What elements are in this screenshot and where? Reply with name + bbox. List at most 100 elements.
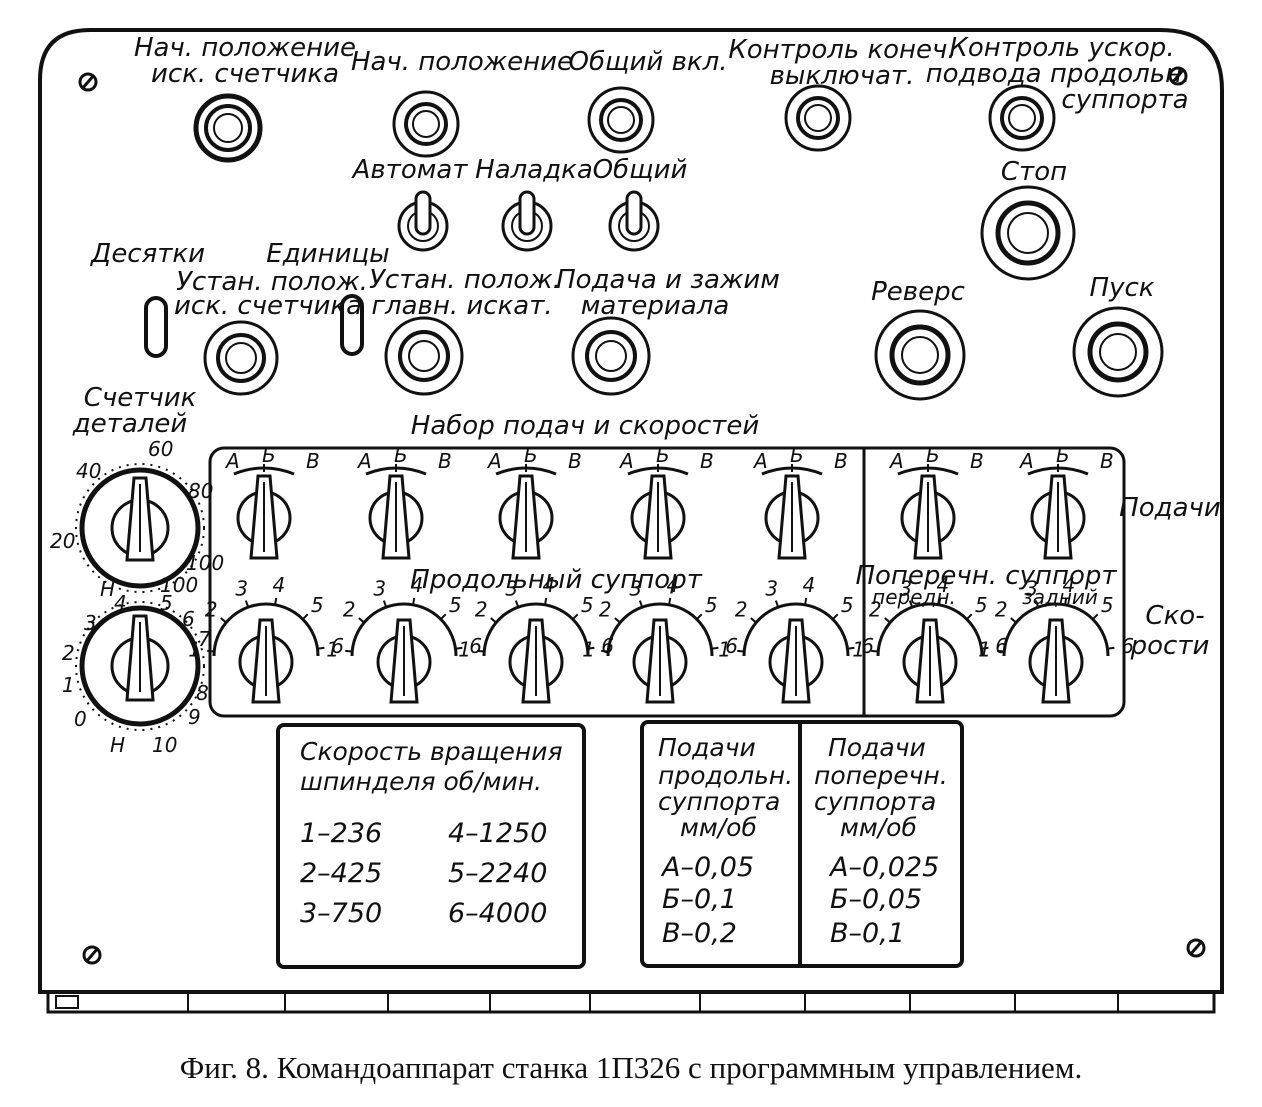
units-scale-4: 4: [114, 591, 127, 615]
speed-position-label: 4: [543, 573, 556, 597]
table-speed-row: 1–236: [300, 818, 382, 849]
label-set-pos-counter: Устан. полож.: [176, 267, 368, 297]
counter-dial-units[interactable]: [75, 601, 205, 731]
speed-position-label: 3: [765, 576, 778, 600]
counter-dial-tens[interactable]: [75, 463, 205, 593]
label-limit-switch-control-2: выключат.: [770, 61, 915, 91]
speed-position-label: 6: [1121, 634, 1134, 658]
button-start[interactable]: [1072, 306, 1164, 398]
feed-position-label: А: [1018, 449, 1034, 473]
table-cross-row: А–0,025: [828, 852, 939, 883]
table-long-row: Б–0,1: [662, 884, 737, 915]
label-parts-counter-2: деталей: [72, 409, 188, 439]
label-start-pos: Нач. положение: [351, 47, 573, 77]
speed-position-label: 1: [852, 638, 865, 662]
units-scale-5: 5: [160, 591, 173, 615]
table-speed-row: 5–2240: [448, 858, 547, 889]
speed-position-label: 1: [188, 638, 201, 662]
feed-position-label: А: [224, 449, 240, 473]
speed-position-label: 6: [331, 634, 344, 658]
button-rapid-approach-control[interactable]: [988, 84, 1056, 152]
label-automatic: Автомат: [351, 155, 469, 185]
speed-position-label: 3: [1025, 576, 1038, 600]
speed-position-label: 5: [841, 593, 854, 617]
speed-position-label: 2: [995, 598, 1008, 622]
speed-position-label: 2: [205, 598, 218, 622]
table-long-title-2: продольн.: [658, 761, 793, 790]
label-set-pos-counter-2: иск. счетчика: [174, 291, 362, 321]
table-longitudinal-feeds: Подачи продольн. суппорта мм/об А–0,05 Б…: [640, 720, 964, 968]
speed-position-label: 4: [667, 573, 680, 597]
button-set-pos-main[interactable]: [384, 316, 464, 396]
table-long-row: В–0,2: [662, 918, 737, 949]
label-feed-clamp-2: материала: [581, 291, 730, 321]
speed-position-label: 3: [505, 576, 518, 600]
table-long-row: А–0,05: [660, 852, 754, 883]
button-reverse[interactable]: [874, 309, 966, 401]
button-start-pos-counter[interactable]: [193, 93, 263, 163]
speed-position-label: 5: [449, 593, 462, 617]
label-reverse: Реверс: [871, 277, 965, 307]
speed-position-label: 3: [629, 576, 642, 600]
units-scale-7: 7: [198, 627, 211, 651]
toggle-general[interactable]: [608, 190, 660, 252]
feed-position-label: Б: [262, 443, 276, 467]
feed-position-label: Б: [524, 443, 538, 467]
table-spindle-speed: Скорость вращения шпинделя об/мин. 1–236…: [276, 723, 586, 969]
speed-position-label: 3: [235, 576, 248, 600]
units-scale-2: 2: [62, 641, 75, 665]
label-rapid-approach-control-2: подвода продольн.: [926, 59, 1191, 89]
button-set-pos-counter[interactable]: [203, 320, 279, 396]
panel-bottom-strip: [46, 990, 1216, 1014]
speed-position-label: 5: [581, 593, 594, 617]
speed-position-label: 1: [582, 638, 595, 662]
label-tens: Десятки: [90, 239, 205, 269]
button-limit-switch-control[interactable]: [784, 84, 852, 152]
speed-position-label: 5: [1101, 593, 1114, 617]
speed-position-label: 5: [311, 593, 324, 617]
button-feed-clamp[interactable]: [571, 316, 651, 396]
tens-scale-20: 20: [50, 529, 75, 553]
units-scale-3: 3: [84, 611, 97, 635]
label-cross-slide: Поперечн. суппорт: [855, 561, 1117, 591]
speed-selector-knob[interactable]: 123 4 56: [188, 573, 344, 704]
button-general-on[interactable]: [587, 86, 655, 154]
feed-position-label: В: [700, 449, 714, 473]
table-cross-title-1: Подачи: [828, 733, 926, 762]
speed-position-label: 6: [469, 634, 482, 658]
toggle-setup[interactable]: [501, 190, 553, 252]
table-long-title-3: суппорта: [658, 787, 780, 816]
speed-position-label: 4: [273, 573, 286, 597]
speed-position-label: 6: [725, 634, 738, 658]
label-feed-clamp: Подача и зажим: [556, 265, 780, 295]
feed-position-label: Б: [394, 443, 408, 467]
table-speed-row: 3–750: [300, 898, 382, 929]
button-start-pos[interactable]: [392, 90, 460, 158]
label-set-pos-main-2: главн. искат.: [371, 291, 552, 321]
speed-position-label: 3: [899, 576, 912, 600]
feed-position-label: В: [438, 449, 452, 473]
toggle-automatic[interactable]: [397, 190, 449, 252]
button-stop[interactable]: [980, 185, 1076, 281]
feed-position-label: В: [568, 449, 582, 473]
label-start-pos-counter-2: иск. счетчика: [151, 59, 339, 89]
speed-position-label: 4: [411, 573, 424, 597]
label-feeds: Подачи: [1119, 493, 1221, 523]
table-speed-title-2: шпинделя об/мин.: [300, 767, 542, 796]
feed-position-label: В: [306, 449, 320, 473]
indicator-units: [340, 294, 364, 356]
speed-position-label: 2: [475, 598, 488, 622]
units-scale-1: 1: [62, 673, 75, 697]
